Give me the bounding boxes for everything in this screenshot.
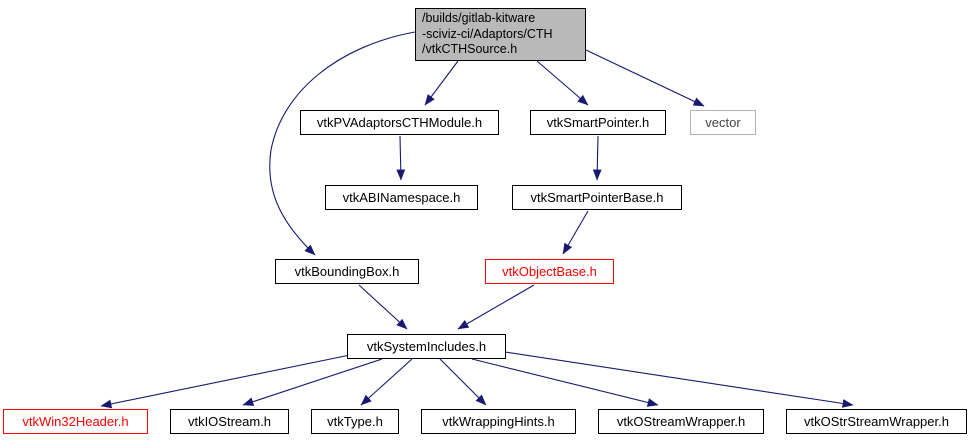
node-vtkpvadaptorscthmodule[interactable]: vtkPVAdaptorsCTHModule.h xyxy=(300,110,499,135)
node-vtkwin32header[interactable]: vtkWin32Header.h xyxy=(3,409,148,434)
edge-systemincludes-to-type xyxy=(360,358,413,406)
edge-systemincludes-to-ostreamwrapper xyxy=(471,358,659,407)
edge-systemincludes-to-ostrstreamwrapper xyxy=(504,351,854,408)
edge-boundingbox-to-systemincludes xyxy=(358,284,408,330)
node-vtkostrstreamwrapper[interactable]: vtkOStrStreamWrapper.h xyxy=(786,409,967,434)
node-vtkostreamwrapper[interactable]: vtkOStreamWrapper.h xyxy=(598,409,764,434)
edge-root-to-module xyxy=(424,60,459,106)
node-vtkcthsource-root: /builds/gitlab-kitware -sciviz-ci/Adapto… xyxy=(415,8,586,61)
edge-smartpointer-to-smartpointerbase xyxy=(592,135,602,181)
node-vtkabinamespace[interactable]: vtkABINamespace.h xyxy=(325,185,478,210)
edge-systemincludes-to-win32header xyxy=(100,354,351,409)
node-vtksmartpointerbase[interactable]: vtkSmartPointerBase.h xyxy=(512,185,682,210)
edge-root-to-vector xyxy=(585,49,705,107)
node-vtkiostream[interactable]: vtkIOStream.h xyxy=(170,409,289,434)
edge-systemincludes-to-wrappinghints xyxy=(439,358,487,406)
node-vtktype[interactable]: vtkType.h xyxy=(311,409,399,434)
edge-root-to-smartpointer xyxy=(536,60,589,106)
node-vtkwrappinghints[interactable]: vtkWrappingHints.h xyxy=(421,409,576,434)
edge-systemincludes-to-iostream xyxy=(242,358,383,406)
node-vtksmartpointer[interactable]: vtkSmartPointer.h xyxy=(530,110,666,135)
edge-objectbase-to-systemincludes xyxy=(457,284,535,330)
node-vtksystemincludes[interactable]: vtkSystemIncludes.h xyxy=(347,334,506,359)
edge-smartpointerbase-to-objectbase xyxy=(562,210,589,255)
node-vtkobjectbase[interactable]: vtkObjectBase.h xyxy=(485,259,614,284)
edge-root-to-boundingbox xyxy=(269,31,416,256)
edge-module-to-abinamespace xyxy=(396,135,406,181)
node-vector: vector xyxy=(690,110,756,135)
node-vtkboundingbox[interactable]: vtkBoundingBox.h xyxy=(275,259,419,284)
